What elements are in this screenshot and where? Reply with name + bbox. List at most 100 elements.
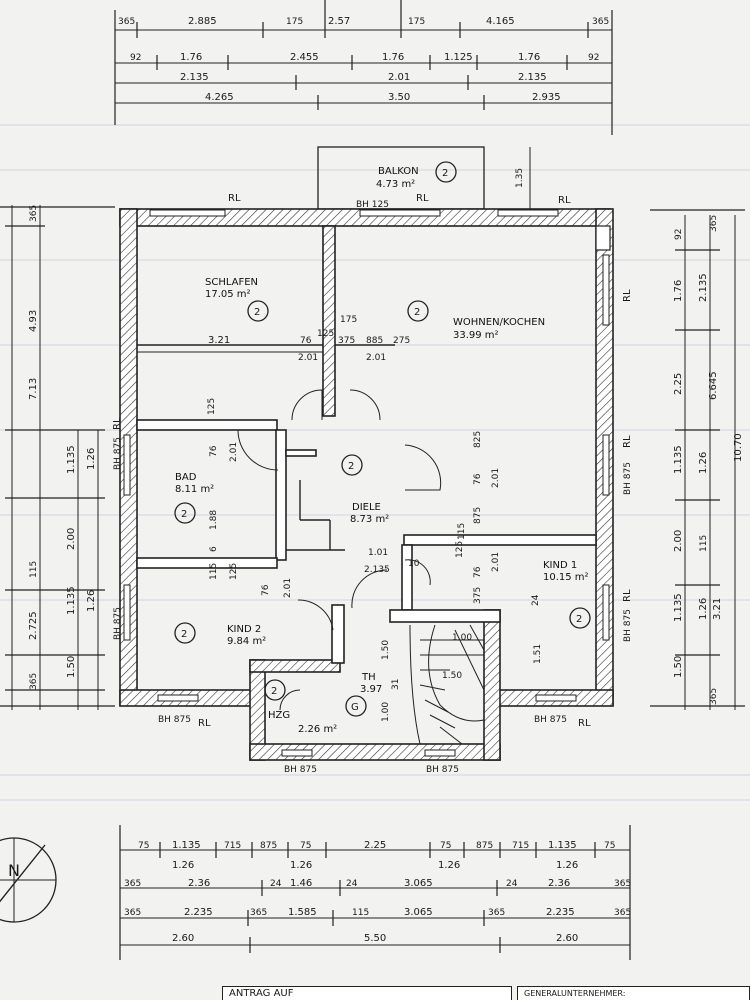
interior-walls [136,225,597,664]
top-dim-2-6: 1.76 [518,52,540,63]
bot-dim-3-9: 365 [614,879,631,889]
bot-dim-4-9: 365 [614,908,631,918]
bot-dim-3-6: 3.065 [404,878,433,889]
bot-dim-3-5: 24 [346,879,358,889]
top-dim-1-5: 175 [408,17,425,27]
top-dim-2-4: 1.76 [382,52,404,63]
compass-letter: N [8,861,20,880]
right-outer-1: 365 [709,215,719,232]
hzg-area: 2.26 m² [298,724,337,735]
bot-dim-1-6: 2.25 [364,840,386,851]
right-inner-4: 2.25 [673,373,684,395]
title-block-generalunternehmer: GENERALUNTERNEHMER: [517,986,750,1000]
left-inner-4: 1.135 [66,586,77,615]
top-dim-2-2: 1.76 [180,52,202,63]
top-dimension-chains: 365 2.885 175 2.57 175 4.165 365 92 1.76… [114,0,613,135]
spiral-stair [409,624,485,745]
top-dim-1-1: 365 [118,17,135,27]
diele-mark: 2 [348,461,354,472]
top-dim-3-3: 2.135 [518,72,547,83]
exterior-walls [119,208,614,761]
bh-label-2: BH 875 [534,715,567,725]
th-dim-100: 1.00 [381,702,391,722]
dim-6: 6 [209,546,219,552]
dim-115-b: 115 [457,523,467,540]
th-area: 3.97 [360,684,382,695]
bot-dim-4-5: 115 [352,908,369,918]
bot-dim-1-10: 1.135 [548,840,577,851]
bot-dim-3-3: 24 [270,879,282,889]
right-inner-1: 92 [674,229,684,240]
th-dim-31: 31 [391,679,401,690]
rl-label-right-3: RL [622,589,633,602]
left-outer-2: 4.93 [28,310,39,332]
bot-dim-1-9: 715 [512,841,529,851]
dim-151: 1.51 [533,644,543,664]
bot-dim-1-1: 75 [138,841,149,851]
dim-375-b: 375 [473,587,483,604]
balkon-mark-circle [435,161,457,183]
kind2-mark: 2 [181,629,187,640]
top-dim-3-1: 2.135 [180,72,209,83]
stair-dim-100: 1.00 [452,633,472,643]
top-dim-2-5: 1.125 [444,52,473,63]
bad-area: 8.11 m² [175,484,214,495]
dim-125-a: 125 [317,329,334,339]
top-dim-1-7: 365 [592,17,609,27]
left-inner-6: 1.50 [66,656,77,678]
top-dim-1-4: 2.57 [328,16,350,27]
top-dim-4-2: 3.50 [388,92,410,103]
rl-label-5: RL [578,718,591,729]
bot-dim-3-2: 2.36 [188,878,210,889]
bot-dim-1-8: 875 [476,841,493,851]
title-block-right-text: GENERALUNTERNEHMER: [524,989,626,998]
kind2-area: 9.84 m² [227,636,266,647]
top-dim-2-7: 92 [588,53,599,63]
rl-label-3: RL [558,195,571,206]
dim-175: 175 [340,315,357,325]
bot-dim-1-5: 75 [300,841,311,851]
rl-label-left-1: RL [112,417,123,430]
left-inner-3: 2.00 [66,528,77,550]
right-inner-3: 1.76 [673,280,684,302]
schlafen-area: 17.05 m² [205,289,251,300]
dim-201-f: 2.01 [491,552,501,572]
bh-label-1: BH 875 [158,715,191,725]
dim-125-c: 125 [229,563,239,580]
diele-area: 8.73 m² [350,514,389,525]
bh-label-right-2: BH 875 [623,609,633,642]
door-swings [237,389,442,711]
top-dim-2-1: 92 [130,53,141,63]
bot-dim-2-2: 1.26 [290,860,312,871]
top-dim-2-3: 2.455 [290,52,319,63]
bot-dim-5-3: 2.60 [556,933,578,944]
wohnen-mark: 2 [414,307,420,318]
bot-dim-5-1: 2.60 [172,933,194,944]
room-labels: SCHLAFEN 17.05 m² 2 WOHNEN/KOCHEN 33.99 … [174,277,591,735]
kind1-area: 10.15 m² [543,572,589,583]
dim-76-d: 76 [473,473,483,485]
left-outer-5: 2.725 [28,611,39,640]
bh-label-4: BH 875 [426,765,459,775]
diele-name: DIELE [352,502,381,513]
dim-201-b: 2.01 [366,353,386,363]
windows [123,209,610,757]
dim-125-d: 125 [455,541,465,558]
dim-825: 825 [473,431,483,448]
bottom-dimension-chains: 75 1.135 715 875 75 2.25 75 875 715 1.13… [119,825,631,960]
dim-125-b: 125 [207,398,217,415]
rl-label-1: RL [228,193,241,204]
schlafen-name: SCHLAFEN [205,277,258,288]
bot-dim-4-2: 2.235 [184,907,213,918]
left-outer-3: 7.13 [28,378,39,400]
hzg-mark-circle [264,679,286,701]
dim-875: 875 [473,507,483,524]
dim-201-a: 2.01 [298,353,318,363]
bad-name: BAD [175,472,197,483]
dim-201-d: 2.01 [283,578,293,598]
bot-dim-1-7: 75 [440,841,451,851]
right-inner-13: 365 [709,688,719,705]
bh-label-right-1: BH 875 [623,462,633,495]
bot-dim-2-4: 1.26 [556,860,578,871]
